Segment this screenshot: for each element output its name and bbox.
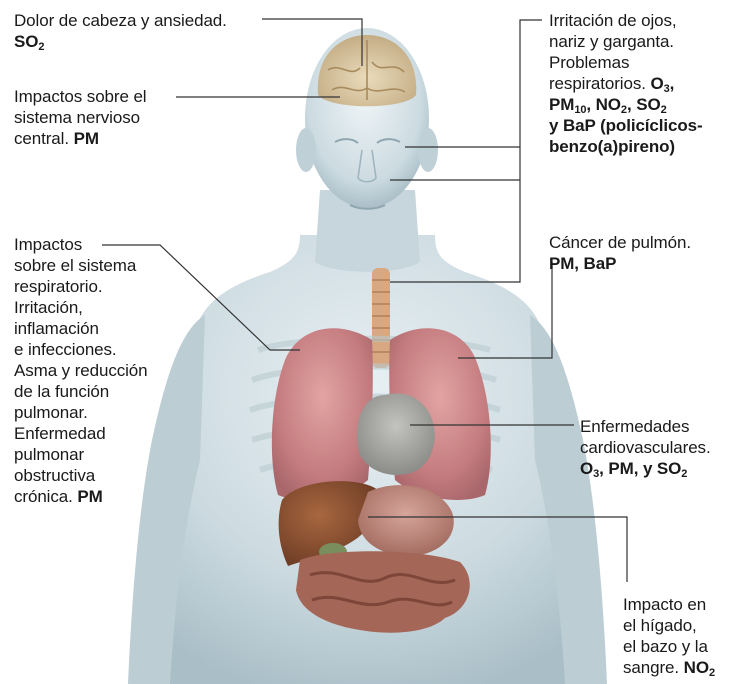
ear-right — [418, 128, 438, 172]
pollutant-sep: , — [627, 95, 636, 114]
label-line: e infecciones. — [14, 339, 148, 360]
pollutant: benzo(a)pireno) — [549, 137, 675, 156]
label-line: respiratorio. — [14, 276, 148, 297]
label-line: Problemas — [549, 52, 703, 73]
label-line: cardiovasculares. — [580, 437, 711, 458]
label-line: inflamación — [14, 318, 148, 339]
pollutant: SO — [636, 95, 660, 114]
label-line: Dolor de cabeza y ansiedad. — [14, 10, 227, 31]
pollutant: PM — [74, 129, 99, 148]
pollutant: SO — [14, 32, 38, 51]
label-nervous-system: Impactos sobre el sistema nervioso centr… — [14, 86, 146, 149]
pollutant-subscript: 2 — [38, 41, 44, 53]
label-line: Impacto en — [623, 594, 715, 615]
pollutant: y BaP (policíclicos- — [549, 116, 703, 135]
label-line: el hígado, — [623, 615, 715, 636]
pollutant: O — [650, 74, 663, 93]
label-line: Enfermedad — [14, 423, 148, 444]
label-line: Irritación de ojos, — [549, 10, 703, 31]
pollutant-sep: , — [670, 74, 675, 93]
label-line: Impactos — [14, 234, 148, 255]
label-eyes-nose-throat: Irritación de ojos, nariz y garganta. Pr… — [549, 10, 703, 157]
label-line: Irritación, — [14, 297, 148, 318]
pollutant-sep: , PM, y SO — [599, 459, 681, 478]
pollutant-sep: , — [586, 95, 595, 114]
label-lung-cancer: Cáncer de pulmón. PM, BaP — [549, 232, 691, 274]
label-line: de la función — [14, 381, 148, 402]
pollutant-subscript: 2 — [709, 667, 715, 679]
pollutant: PM — [549, 95, 574, 114]
label-line: sistema nervioso — [14, 107, 146, 128]
label-line: Asma y reducción — [14, 360, 148, 381]
pollutant: PM — [77, 487, 102, 506]
pollutant: NO — [684, 658, 709, 677]
label-line: nariz y garganta. — [549, 31, 703, 52]
label-line: Enfermedades — [580, 416, 711, 437]
ear-left — [296, 128, 316, 172]
label-line: respiratorios. — [549, 74, 650, 93]
label-line: sangre. — [623, 658, 684, 677]
label-line: obstructiva — [14, 465, 148, 486]
heart — [357, 393, 435, 475]
label-line: pulmonar — [14, 444, 148, 465]
label-headache: Dolor de cabeza y ansiedad. SO2 — [14, 10, 227, 52]
label-line: central. — [14, 129, 74, 148]
pollutant: PM, BaP — [549, 254, 616, 273]
label-liver: Impacto en el hígado, el bazo y la sangr… — [623, 594, 715, 678]
pollutant: NO — [596, 95, 621, 114]
label-line: pulmonar. — [14, 402, 148, 423]
pollutant: O — [580, 459, 593, 478]
label-line: crónica. — [14, 487, 77, 506]
label-line: sobre el sistema — [14, 255, 148, 276]
label-line: Impactos sobre el — [14, 86, 146, 107]
label-cardiovascular: Enfermedades cardiovasculares. O3, PM, y… — [580, 416, 711, 479]
label-line: el bazo y la — [623, 636, 715, 657]
label-respiratory: Impactos sobre el sistema respiratorio. … — [14, 234, 148, 507]
pollutant-subscript: 2 — [681, 468, 687, 480]
label-line: Cáncer de pulmón. — [549, 232, 691, 253]
